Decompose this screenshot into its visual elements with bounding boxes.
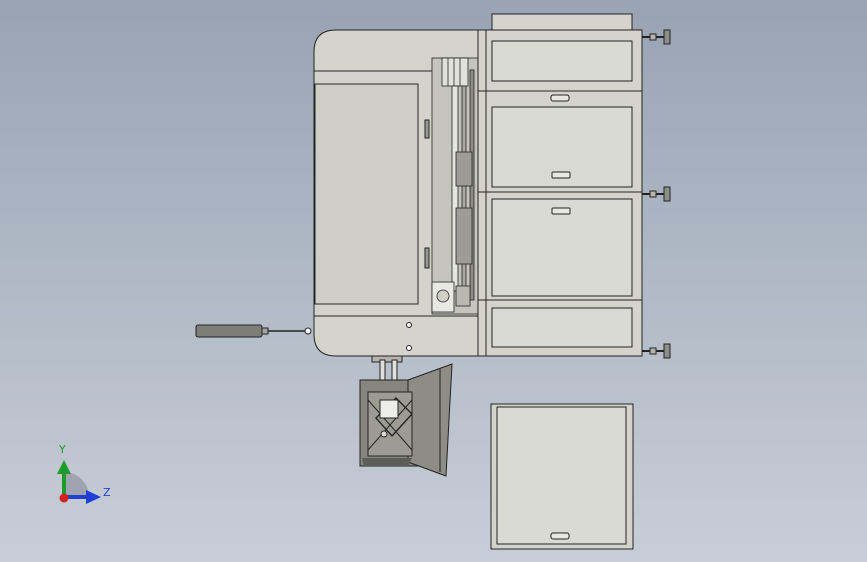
y-axis-arrow-icon xyxy=(57,460,71,474)
leveling-foot-middle xyxy=(642,186,671,202)
leveling-foot-bottom xyxy=(642,343,671,359)
housing-bolt-lower xyxy=(406,345,412,351)
lift-mechanism xyxy=(431,57,479,315)
y-axis-shaft xyxy=(62,472,66,497)
housing-bolt-upper xyxy=(406,322,412,328)
cabinet-section-3 xyxy=(491,198,633,297)
hopper-bolt xyxy=(380,430,388,438)
hopper-mount xyxy=(371,355,403,363)
x-axis-origin-icon xyxy=(59,493,69,503)
carriage-lower xyxy=(455,207,473,265)
handle-pivot xyxy=(304,327,312,335)
bearing xyxy=(436,289,450,303)
hopper-rod-end xyxy=(379,399,399,419)
z-axis-shaft xyxy=(64,495,88,499)
z-axis-arrow-icon xyxy=(86,490,101,504)
motor-block xyxy=(441,57,469,87)
carriage-upper xyxy=(455,151,473,187)
cabinet-section-4 xyxy=(491,307,633,348)
handle-bar xyxy=(195,324,312,338)
handle-collar xyxy=(261,327,269,335)
leveling-foot-top xyxy=(642,29,671,45)
handle-grip[interactable] xyxy=(195,324,263,338)
drawer-handle-1[interactable] xyxy=(550,94,570,102)
cabinet-section-1 xyxy=(491,40,633,82)
panel-hinge-bottom xyxy=(424,247,430,269)
guide-rail xyxy=(451,85,459,292)
side-access-panel xyxy=(314,83,419,305)
drawer-handle-3[interactable] xyxy=(551,207,571,215)
hopper-chute xyxy=(367,391,413,457)
z-axis-label: Z xyxy=(103,486,111,499)
cover-panel-handle[interactable] xyxy=(550,532,570,540)
coordinate-triad-icon xyxy=(57,460,101,504)
drawer-cabinet xyxy=(477,13,643,357)
feed-hopper xyxy=(359,355,453,477)
coupling xyxy=(455,285,471,307)
hopper-flare xyxy=(407,363,453,477)
drawer-handle-2[interactable] xyxy=(551,171,571,179)
panel-hinge-top xyxy=(424,119,430,139)
cover-panel xyxy=(490,403,634,550)
y-axis-label: Y xyxy=(59,443,66,456)
cover-panel-inner xyxy=(496,406,627,545)
leveling-feet xyxy=(642,29,671,359)
cabinet-frame xyxy=(477,29,643,357)
cabinet-top-cap xyxy=(491,13,633,31)
triad-sector xyxy=(64,472,89,497)
hopper-shadow xyxy=(362,458,412,466)
hopper-chute-diag xyxy=(367,399,413,451)
